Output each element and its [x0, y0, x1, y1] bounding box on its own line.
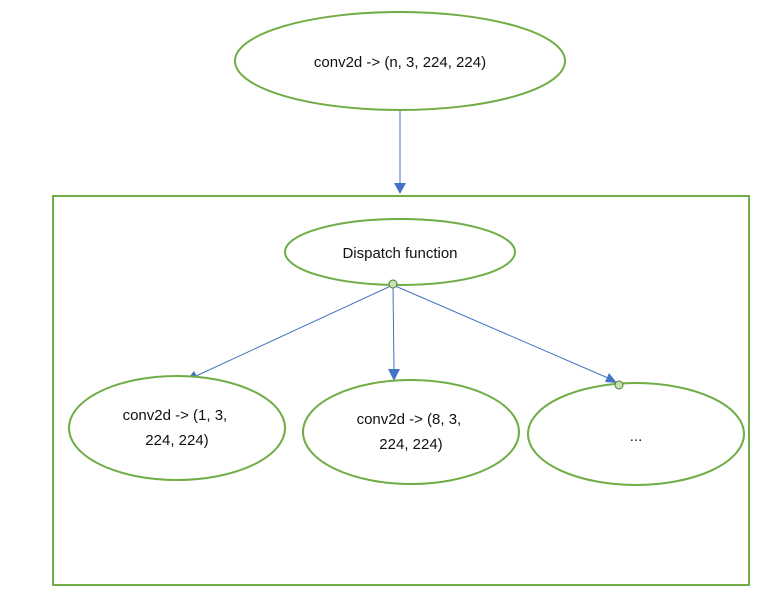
connector-dot-dispatch [388, 279, 398, 289]
dispatch-container-frame [52, 195, 750, 586]
node-batch-8-label: conv2d -> (8, 3, 224, 224) [357, 411, 466, 453]
node-input-label: conv2d -> (n, 3, 224, 224) [314, 54, 486, 71]
arrowhead-down-middle [388, 369, 400, 381]
connector-dot-more [614, 380, 624, 390]
node-batch-8: conv2d -> (8, 3, 224, 224) [302, 379, 520, 485]
node-batch-1: conv2d -> (1, 3, 224, 224) [68, 375, 286, 481]
node-input: conv2d -> (n, 3, 224, 224) [234, 11, 566, 111]
node-more: ... [527, 382, 745, 486]
node-dispatch-label: Dispatch function [342, 245, 457, 262]
edge-input-to-frame [394, 111, 406, 194]
arrowhead-right [605, 373, 617, 383]
edge-dispatch-to-batch-1 [186, 284, 394, 381]
edge-dispatch-to-batch-8 [388, 284, 400, 381]
node-batch-1-label: conv2d -> (1, 3, 224, 224) [123, 407, 232, 449]
node-more-label: ... [630, 428, 643, 445]
node-dispatch-function: Dispatch function [284, 218, 516, 286]
arrowhead-down [394, 183, 406, 194]
edge-dispatch-to-more [392, 284, 617, 383]
